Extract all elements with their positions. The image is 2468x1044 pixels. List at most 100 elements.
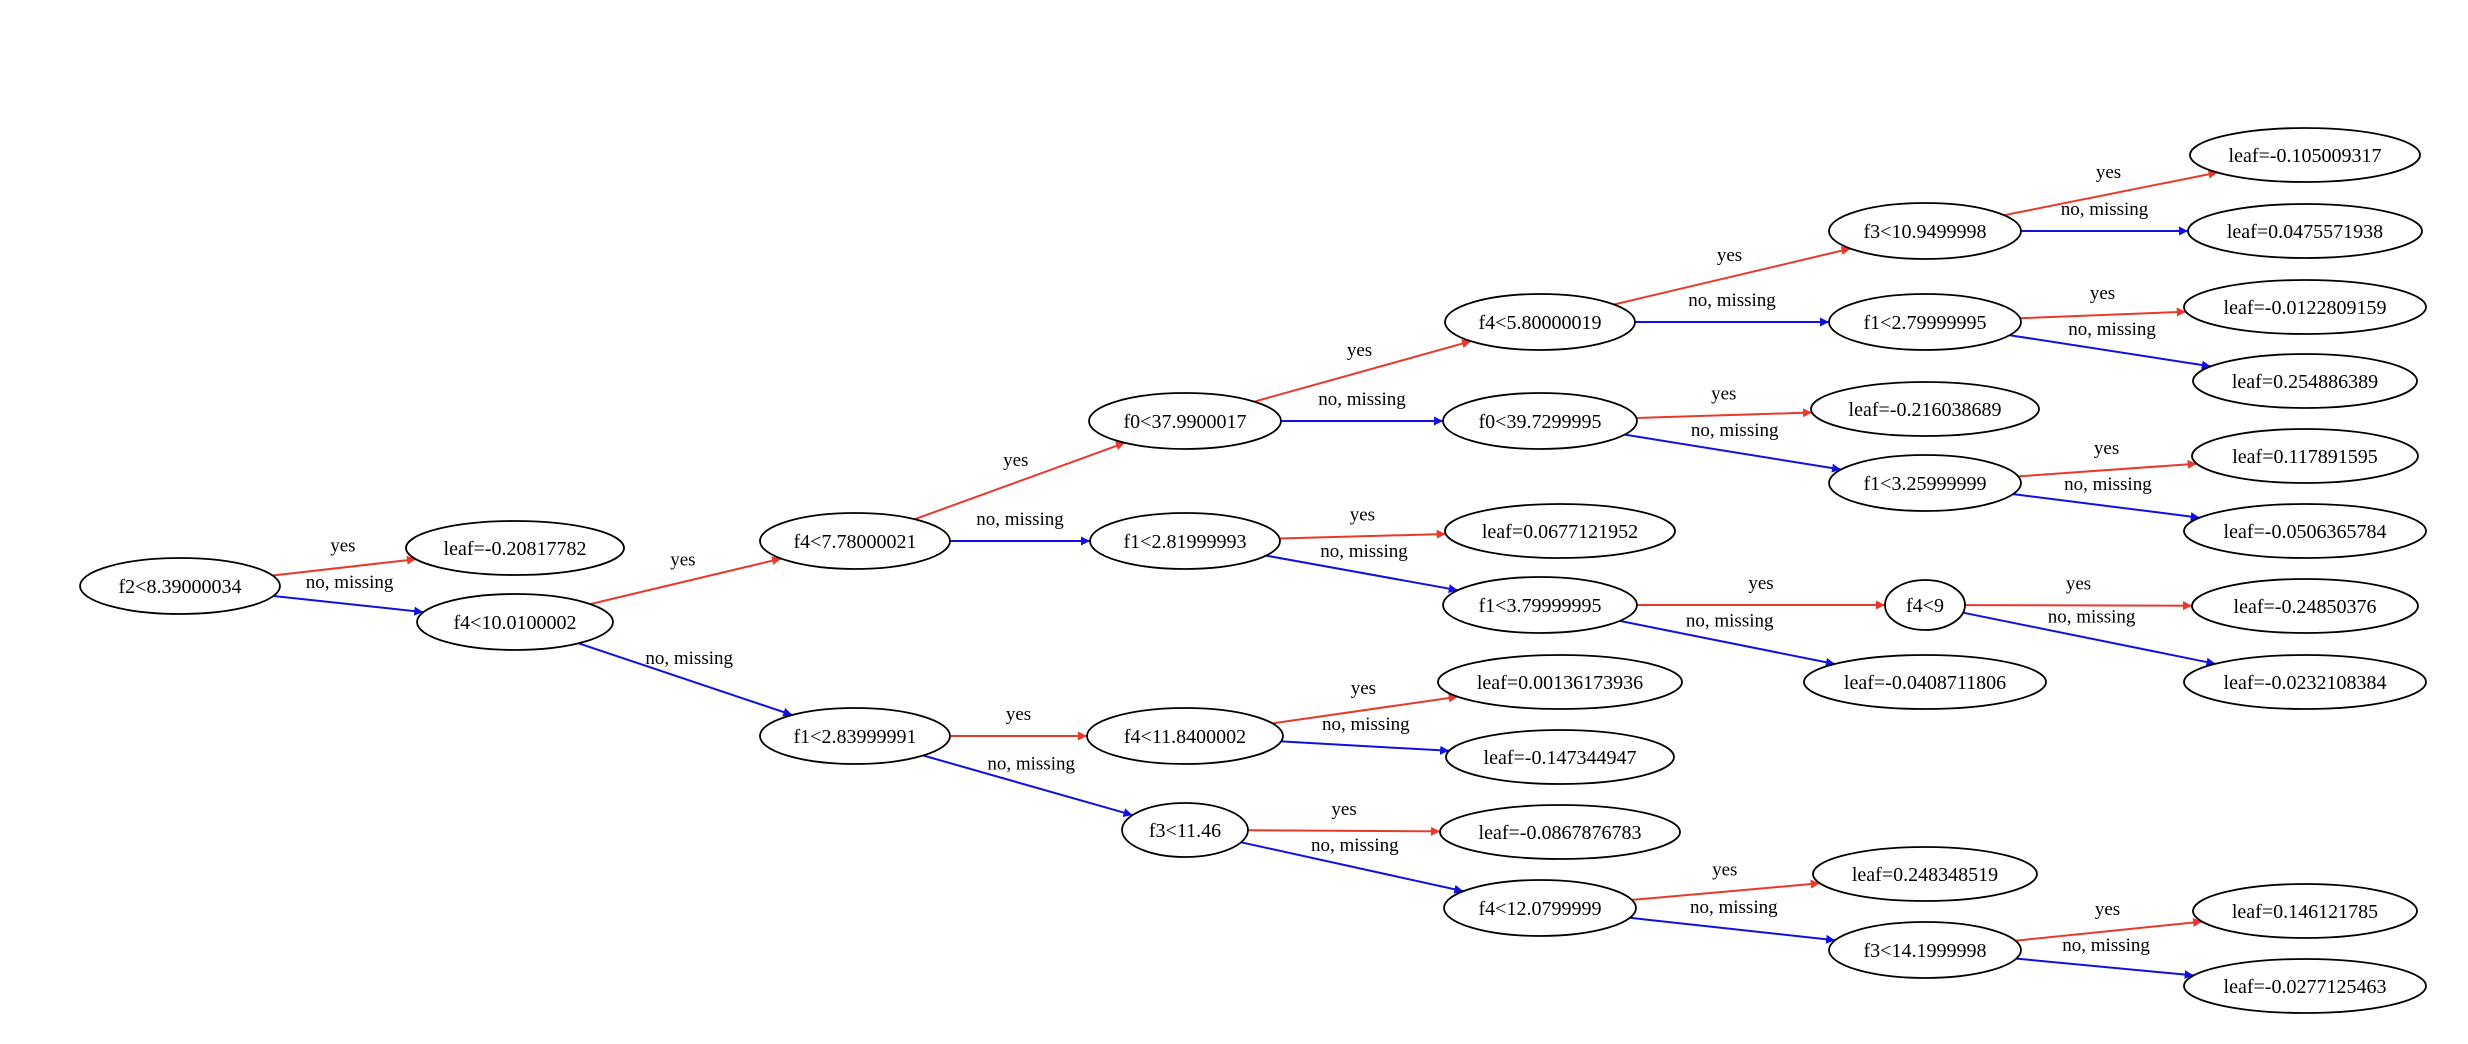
leaf-node-n11: leaf=0.0677121952 <box>1444 503 1676 559</box>
node-ellipse <box>2183 503 2427 559</box>
edge-n8-n15-yes <box>1247 826 1441 836</box>
edge-n2-n4-no <box>578 642 793 717</box>
split-node-n8: f3<11.46 <box>1121 802 1249 858</box>
edge-n10-n19-yes <box>1636 408 1813 419</box>
node-ellipse <box>1088 392 1282 450</box>
leaf-node-n19: leaf=-0.216038689 <box>1810 381 2040 437</box>
edge-n24-n34-no <box>2016 957 2194 980</box>
edge-n2-n3-yes <box>590 556 782 606</box>
node-ellipse <box>1439 804 1681 860</box>
split-node-n16: f4<12.0799999 <box>1443 879 1637 937</box>
edge-label-no: no, missing <box>2048 607 2136 628</box>
edge-label-yes: yes <box>1331 799 1356 820</box>
split-node-n6: f1<2.81999993 <box>1089 512 1281 570</box>
node-label: f0<37.9900017 <box>1124 411 1247 433</box>
node-label: leaf=-0.105009317 <box>2229 145 2382 167</box>
node-ellipse <box>2189 127 2421 183</box>
node-ellipse <box>416 593 614 651</box>
node-ellipse <box>759 707 951 765</box>
split-node-n20: f1<3.25999999 <box>1828 454 2022 512</box>
node-label: leaf=-0.20817782 <box>444 538 587 560</box>
split-node-n3: f4<7.78000021 <box>759 512 951 570</box>
edge-labels-layer: yes no, missing yes no, missing yes no, missi… <box>306 162 2157 956</box>
node-label: leaf=0.146121785 <box>2232 901 2378 923</box>
split-node-n2: f4<10.0100002 <box>416 593 614 651</box>
node-ellipse <box>1089 512 1281 570</box>
node-label: f1<3.25999999 <box>1864 473 1987 495</box>
edge-n0-n1-yes <box>272 555 417 577</box>
node-label: leaf=0.248348519 <box>1852 864 1998 886</box>
node-label: leaf=-0.216038689 <box>1849 399 2002 421</box>
node-label: leaf=0.0475571938 <box>2227 221 2383 243</box>
node-ellipse <box>1444 503 1676 559</box>
edge-label-no: no, missing <box>1322 714 1410 735</box>
node-label: leaf=-0.0122809159 <box>2224 297 2387 319</box>
edge-n16-n24-no <box>1629 916 1836 944</box>
edge-label-no: no, missing <box>1318 389 1406 410</box>
node-label: leaf=-0.0232108384 <box>2224 672 2387 694</box>
node-ellipse <box>759 512 951 570</box>
edge-n21-n32-no <box>1962 611 2216 667</box>
node-label: f3<10.9499998 <box>1864 221 1987 243</box>
edge-n7-n13-yes <box>1272 693 1458 725</box>
edge-n10-n20-no <box>1624 433 1842 473</box>
edge-label-no: no, missing <box>2061 199 2149 220</box>
node-ellipse <box>2183 958 2427 1014</box>
node-label: f1<3.79999995 <box>1479 595 1602 617</box>
split-node-n17: f3<10.9499998 <box>1828 202 2022 260</box>
node-ellipse <box>1828 454 2022 512</box>
node-ellipse <box>2192 883 2418 939</box>
edge-n4-n8-no <box>923 754 1133 817</box>
edge-n20-n30-no <box>2012 493 2200 522</box>
node-ellipse <box>1121 802 1249 858</box>
edge-label-yes: yes <box>670 550 695 571</box>
leaf-node-n23: leaf=0.248348519 <box>1812 846 2038 902</box>
leaf-node-n28: leaf=0.254886389 <box>2192 353 2418 409</box>
leaf-node-n31: leaf=-0.24850376 <box>2191 578 2419 634</box>
node-label: f4<7.78000021 <box>794 531 917 553</box>
leaf-node-n15: leaf=-0.0867876783 <box>1439 804 1681 860</box>
node-label: f2<8.39000034 <box>119 576 242 598</box>
edge-label-yes: yes <box>2094 438 2119 459</box>
edge-label-no: no, missing <box>2064 474 2152 495</box>
node-ellipse <box>2191 428 2419 484</box>
node-ellipse <box>1086 707 1284 765</box>
split-node-n7: f4<11.8400002 <box>1086 707 1284 765</box>
leaf-node-n26: leaf=0.0475571938 <box>2187 203 2423 259</box>
leaf-node-n25: leaf=-0.105009317 <box>2189 127 2421 183</box>
edge-label-yes: yes <box>330 535 355 556</box>
split-node-n12: f1<3.79999995 <box>1442 576 1638 634</box>
edge-n18-n28-no <box>2009 334 2211 370</box>
leaf-node-n30: leaf=-0.0506365784 <box>2183 503 2427 559</box>
edge-n0-n2-no <box>273 595 424 616</box>
leaf-node-n22: leaf=-0.0408711806 <box>1803 654 2047 710</box>
node-ellipse <box>1803 654 2047 710</box>
node-label: leaf=0.0677121952 <box>1482 521 1638 543</box>
edge-n18-n27-yes <box>2020 307 2186 320</box>
node-ellipse <box>1442 392 1638 450</box>
edge-n9-n17-yes <box>1613 246 1851 306</box>
node-ellipse <box>1812 846 2038 902</box>
node-ellipse <box>1828 921 2022 979</box>
node-label: f1<2.79999995 <box>1864 312 1987 334</box>
edge-n5-n9-yes <box>1254 339 1472 403</box>
edge-n16-n23-yes <box>1631 879 1820 901</box>
leaf-node-n13: leaf=0.00136173936 <box>1437 654 1683 710</box>
node-label: leaf=-0.0867876783 <box>1479 822 1642 844</box>
node-ellipse <box>1444 293 1636 351</box>
node-ellipse <box>2192 353 2418 409</box>
edge-label-yes: yes <box>2066 573 2091 594</box>
node-ellipse <box>1810 381 2040 437</box>
node-label: leaf=-0.24850376 <box>2234 596 2377 618</box>
split-node-n5: f0<37.9900017 <box>1088 392 1282 450</box>
node-label: leaf=-0.0277125463 <box>2224 976 2387 998</box>
edge-label-no: no, missing <box>1688 290 1776 311</box>
leaf-node-n27: leaf=-0.0122809159 <box>2183 279 2427 335</box>
edge-n20-n29-yes <box>2018 459 2197 478</box>
node-label: leaf=0.117891595 <box>2232 446 2378 468</box>
edge-label-no: no, missing <box>1311 835 1399 856</box>
edge-n8-n16-no <box>1240 841 1464 894</box>
edge-label-yes: yes <box>1350 504 1375 525</box>
node-ellipse <box>1443 879 1637 937</box>
